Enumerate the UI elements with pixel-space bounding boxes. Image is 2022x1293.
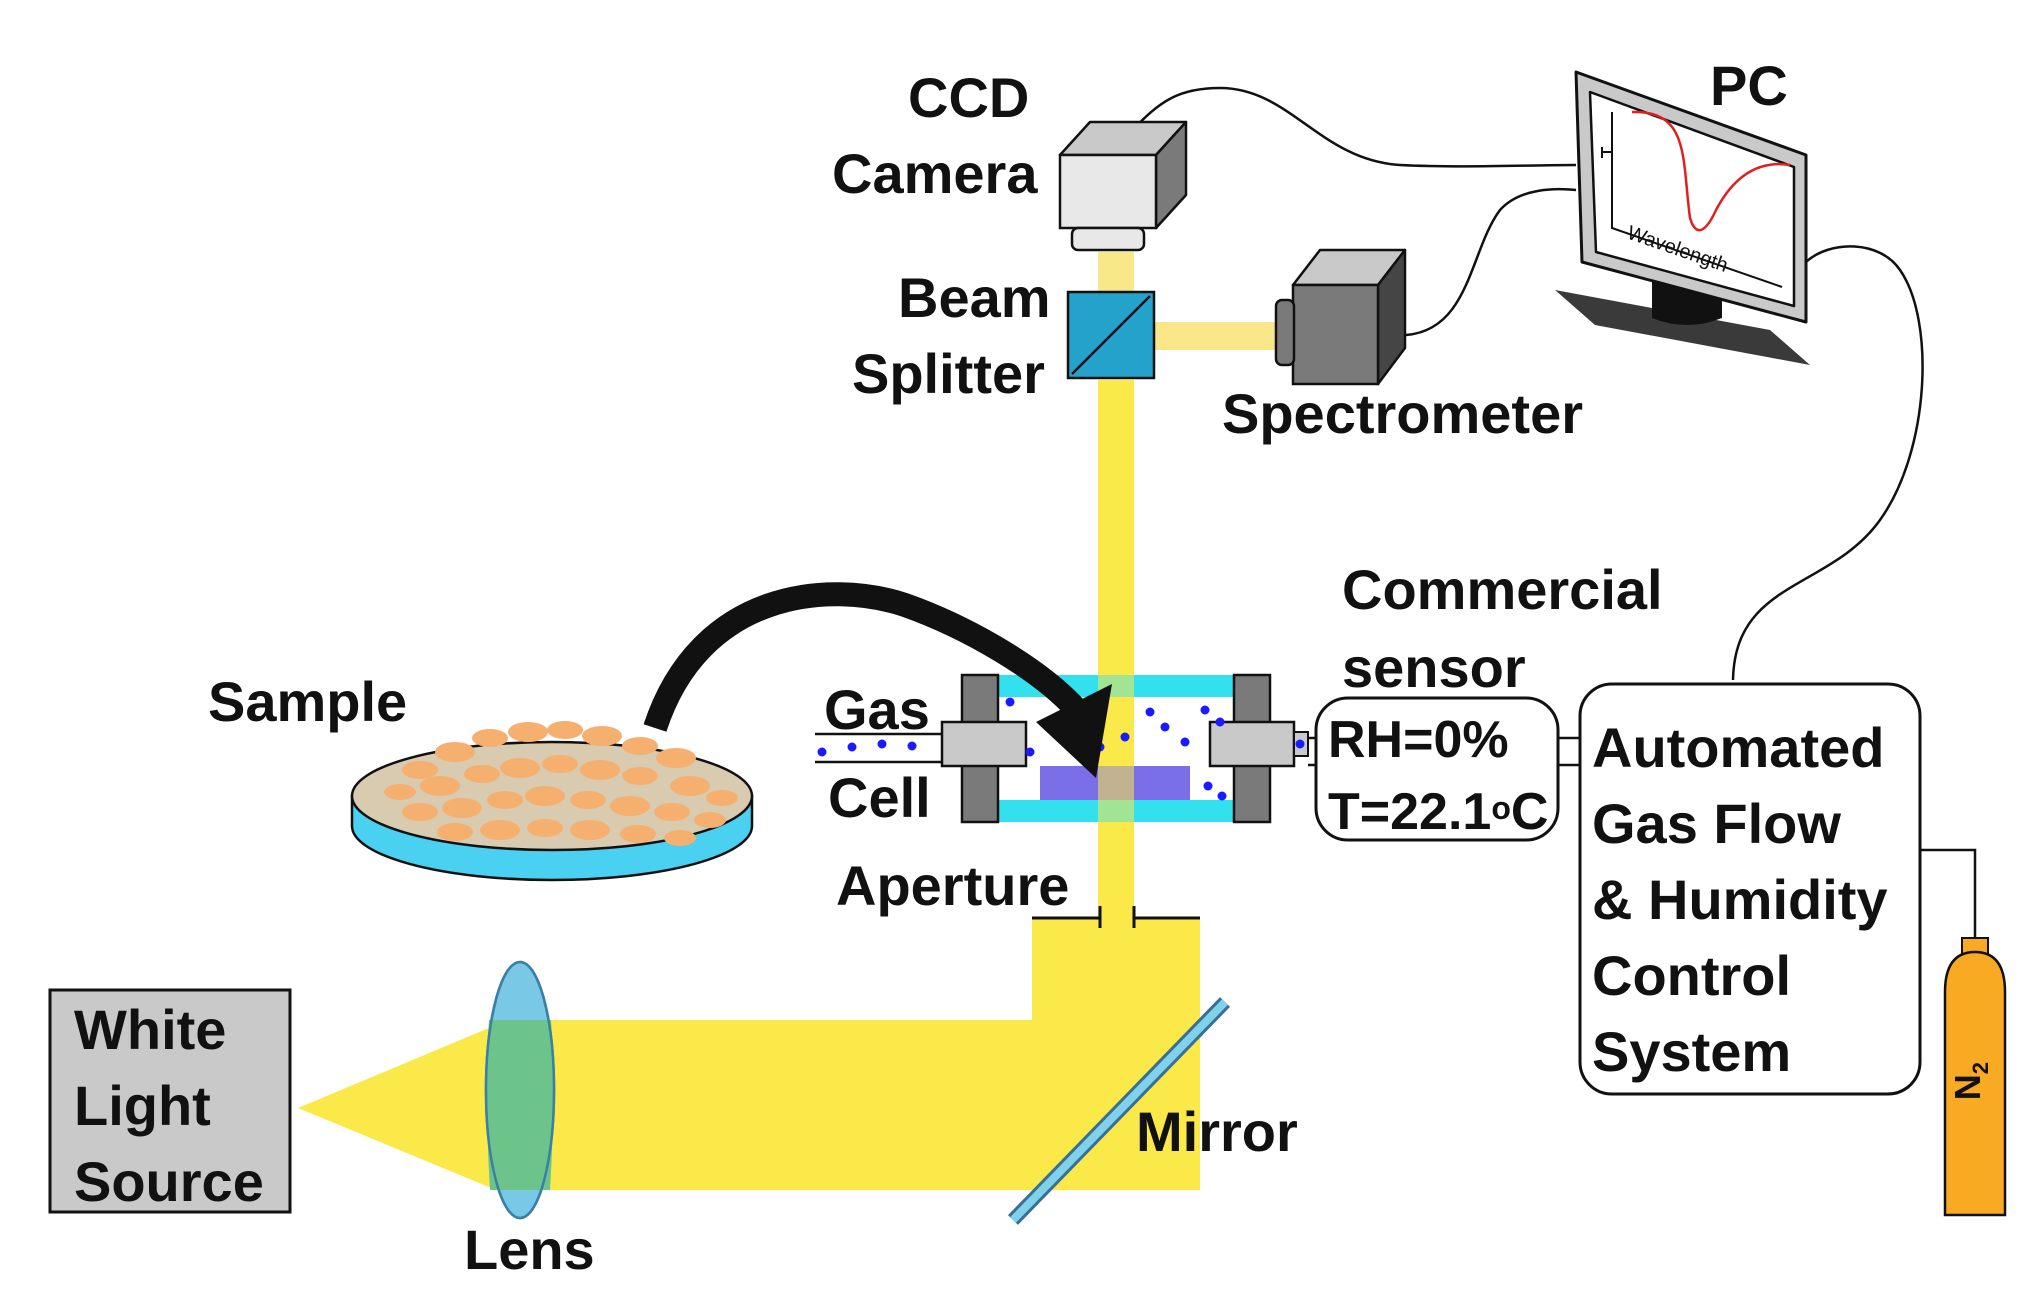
white-light-source-box (48, 988, 292, 1214)
label-sample: Sample (208, 670, 408, 733)
label-source: Source (74, 1150, 264, 1213)
lens-beam-overlap (486, 1020, 554, 1190)
beam-splitter-diagonal (1071, 295, 1151, 375)
aperture-right-blade (1132, 906, 1200, 928)
camera-lens (1070, 226, 1146, 252)
arrow-head (1036, 684, 1112, 778)
label-rh: RH=0% (1328, 711, 1509, 769)
aperture-left-blade (1032, 906, 1102, 928)
temp-degree: o (1491, 790, 1511, 826)
commercial-sensor-box (1314, 696, 1560, 842)
label-afc-line4: Control (1592, 944, 1792, 1007)
spectrometer-input-port (1274, 298, 1296, 367)
beam-to-spectrometer (1155, 322, 1277, 350)
label-white: White (74, 998, 227, 1061)
temp-value: T=22.1 (1328, 783, 1492, 841)
label-pc: PC (1710, 54, 1788, 117)
monitor-axes (1611, 112, 1783, 288)
mirror-face (1010, 999, 1228, 1223)
aperture (1032, 906, 1200, 928)
arrow-shaft (643, 582, 1084, 732)
n2-subscript: 2 (1968, 1061, 1994, 1075)
spectrum-curve (1631, 110, 1791, 232)
n2-symbol: N (1947, 1074, 1989, 1101)
monitor-base-plate (1555, 290, 1810, 365)
beam-to-camera (1098, 252, 1134, 297)
lens-outline (484, 960, 556, 1220)
label-mirror: Mirror (1136, 1100, 1298, 1163)
bottle-body (1943, 950, 2007, 1217)
label-splitter: Splitter (852, 342, 1045, 405)
cables (1129, 86, 1977, 940)
label-gas: Gas (824, 678, 930, 741)
label-afc-line2: Gas Flow (1592, 792, 1841, 855)
camera-front (1058, 153, 1158, 230)
cable-pc-controller (1731, 245, 1924, 681)
line-bottle-controller (1920, 848, 1977, 940)
gas-cell (815, 673, 1318, 824)
label-temperature: T=22.1oC (1328, 786, 1548, 838)
sample-disc (350, 721, 754, 882)
gas-flow-controller-box (1578, 682, 1922, 1096)
cable-camera-pc (1129, 86, 1577, 168)
vertical-beam (1098, 380, 1134, 920)
label-lens: Lens (464, 1218, 595, 1281)
label-afc-line3: & Humidity (1592, 868, 1888, 931)
monitor-screen (1588, 90, 1796, 308)
lens (484, 960, 556, 1220)
label-ccd: CCD (908, 66, 1030, 129)
monitor-axis-tick (1601, 147, 1612, 158)
label-sensor: sensor (1342, 636, 1526, 699)
label-beam: Beam (898, 266, 1051, 329)
sample-arrow (643, 582, 1112, 778)
ccd-camera (1058, 120, 1188, 252)
cone-beam (298, 1025, 496, 1190)
label-n2: N2 (1947, 1061, 1994, 1101)
pc-monitor: Wavelength (1555, 70, 1810, 365)
label-camera: Camera (832, 142, 1038, 205)
label-light: Light (74, 1074, 211, 1137)
spectrometer (1274, 248, 1407, 386)
label-commercial: Commercial (1342, 558, 1663, 621)
temp-unit: C (1510, 783, 1549, 841)
label-spectrometer: Spectrometer (1222, 382, 1584, 445)
label-cell: Cell (828, 766, 931, 829)
beam-splitter (1066, 290, 1156, 380)
mirror (1007, 997, 1231, 1225)
label-afc-line5: System (1592, 1020, 1792, 1083)
gas-inlet-connector (940, 720, 1028, 768)
n2-bottle (1943, 937, 2007, 1217)
cable-spectrometer-pc (1405, 187, 1577, 337)
label-aperture: Aperture (836, 854, 1070, 917)
gas-molecule-dots (817, 697, 1305, 801)
label-afc-line1: Automated (1592, 716, 1885, 779)
gas-outlet-connector (1208, 720, 1296, 768)
spectrometer-front (1291, 283, 1380, 386)
sample-drops (384, 721, 738, 846)
